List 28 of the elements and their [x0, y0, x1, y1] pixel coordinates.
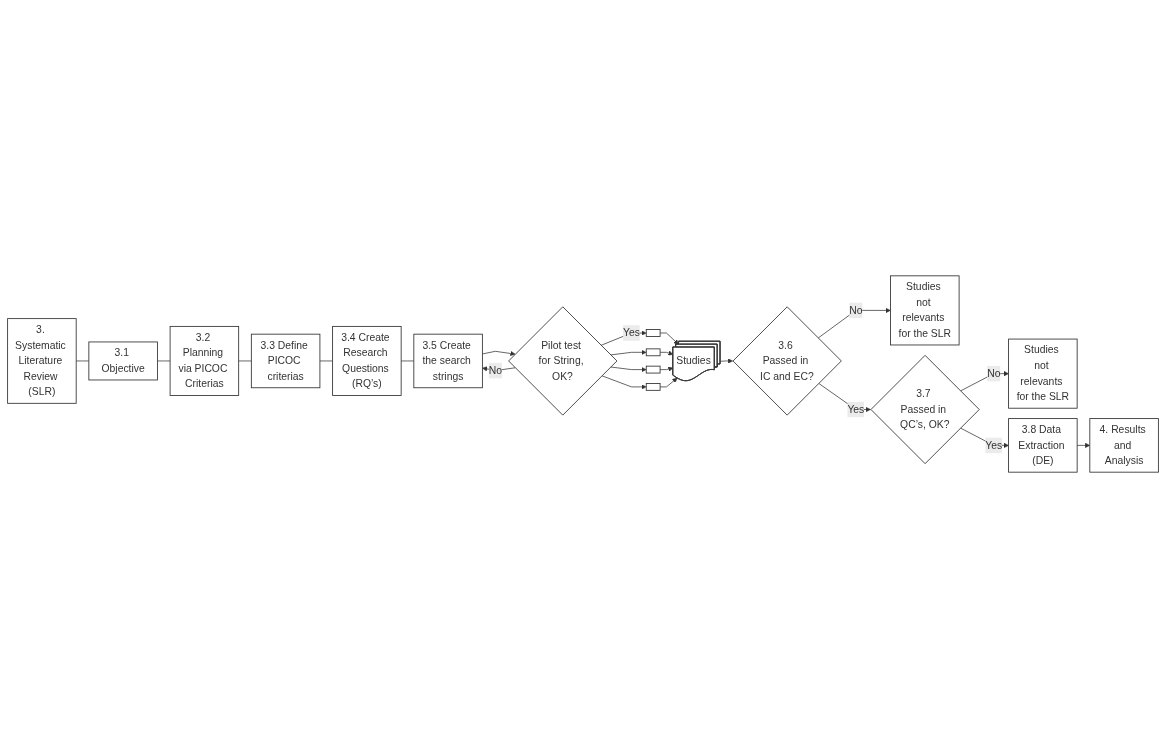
edge-label: No	[488, 364, 502, 376]
node-box: 4. Results and Analysis	[1089, 417, 1159, 473]
node-box: 3.8 Data Extraction (DE)	[1008, 417, 1078, 473]
node-box: 3.2 Planning via PICOC Criterias	[169, 325, 240, 396]
node-box: 3. Systematic Literature Review (SLR)	[7, 317, 77, 404]
node-diamond: 3.6 Passed in IC and EC?	[732, 305, 842, 416]
edge-label: Yes	[985, 438, 1003, 451]
connector	[400, 360, 415, 361]
edge-label: No	[849, 303, 863, 316]
edge-label: Yes	[847, 402, 865, 415]
connector	[319, 360, 333, 361]
node-diamond: Pilot test for String, OK?	[508, 305, 618, 416]
node-box: Studies not relevants for the SLR	[1008, 338, 1078, 409]
edge-label: No	[987, 367, 1001, 379]
connector	[238, 360, 252, 361]
node-box: 3.1 Objective	[88, 341, 158, 380]
edge-label: Yes	[623, 326, 640, 338]
connector	[75, 360, 90, 361]
node-box: 3.5 Create the search strings	[413, 333, 483, 388]
connector	[157, 360, 171, 361]
node-box: 3.4 Create Research Questions (RQ’s)	[332, 325, 402, 396]
node-box	[645, 328, 661, 337]
node-box	[645, 365, 661, 373]
node-box	[645, 347, 661, 356]
node-box: 3.3 Define PICOC criterias	[250, 333, 321, 388]
node-box: Studies not relevants for the SLR	[890, 274, 960, 345]
node-diamond: 3.7 Passed in QC’s, OK?	[870, 354, 980, 464]
node-box	[645, 382, 661, 391]
